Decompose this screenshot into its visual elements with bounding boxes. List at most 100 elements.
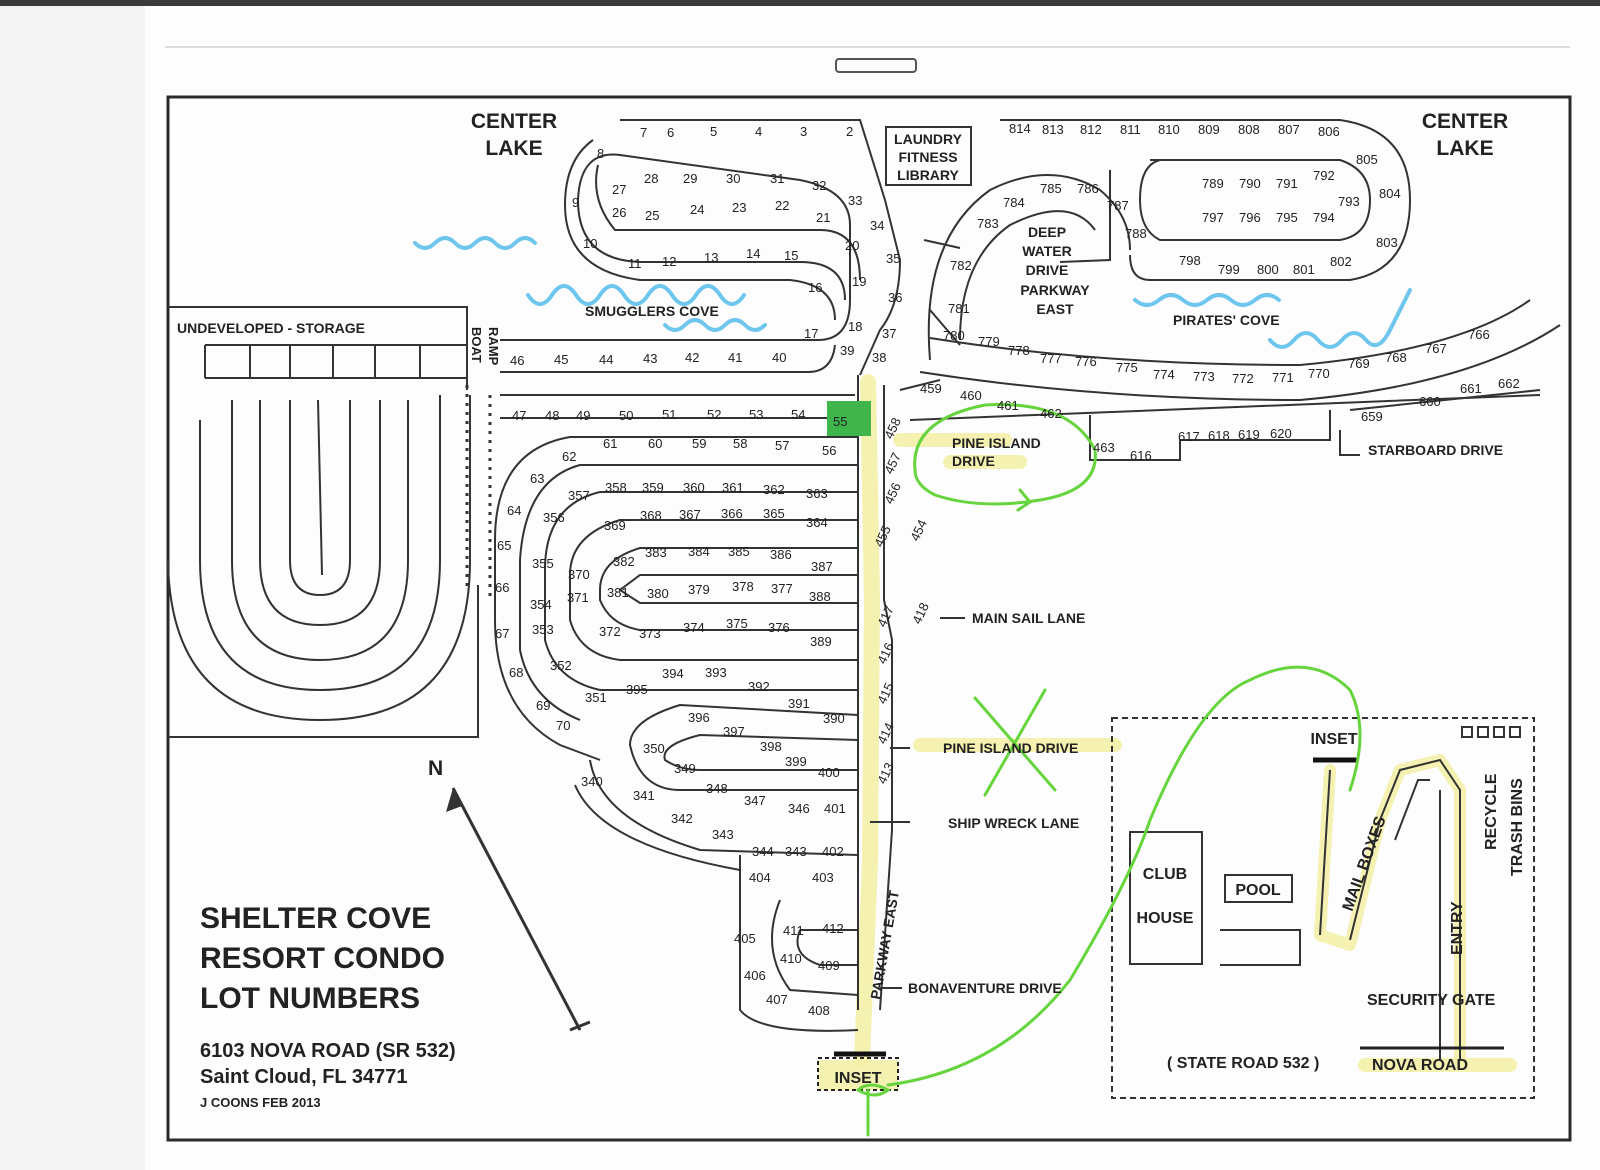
lot-number: 28 [644, 171, 658, 186]
lot-number: 33 [848, 193, 862, 208]
ship-wreck-label: SHIP WRECK LANE [948, 815, 1079, 831]
lot-number: 340 [581, 774, 603, 789]
lot-number: 62 [562, 449, 576, 464]
lot-number: 43 [643, 351, 657, 366]
route-arrow [886, 665, 1362, 1087]
lot-number: 49 [576, 408, 590, 423]
lot-number: 57 [775, 438, 789, 453]
lot-number: 347 [744, 793, 766, 808]
lot-number: 356 [543, 510, 565, 525]
lot-number: 361 [722, 480, 744, 495]
lot-number: 617 [1178, 429, 1200, 444]
lot-number: 4 [755, 124, 762, 139]
lot-number: 377 [771, 581, 793, 596]
map-title: LOT NUMBERS [200, 982, 420, 1015]
lot-number: 771 [1272, 370, 1294, 385]
lot-number: 6 [667, 125, 674, 140]
address-line: 6103 NOVA ROAD (SR 532) [200, 1040, 456, 1062]
lot-number: 56 [822, 443, 836, 458]
lot-number: 459 [920, 381, 942, 396]
lot-number: 463 [1093, 440, 1115, 455]
lot-number: 386 [770, 547, 792, 562]
lot-number: 371 [567, 590, 589, 605]
roads [167, 119, 1561, 1099]
starboard-label: STARBOARD DRIVE [1368, 442, 1503, 458]
lot-number: 69 [536, 698, 550, 713]
lot-number: 786 [1077, 181, 1099, 196]
lot-number: 50 [619, 408, 633, 423]
amenity-label: FITNESS [898, 149, 957, 165]
lot-number: 44 [599, 352, 613, 367]
lot-number: 51 [662, 407, 676, 422]
lot-number: 777 [1040, 351, 1062, 366]
lot-number: 811 [1120, 122, 1141, 137]
lot-number: 778 [1008, 343, 1030, 358]
lot-number: 47 [512, 408, 526, 423]
lot-number: 342 [671, 811, 693, 826]
lot-number: 398 [760, 739, 782, 754]
lot-number: 810 [1158, 122, 1180, 137]
lot-number: 462 [1040, 406, 1062, 421]
lot-number: 389 [810, 634, 832, 649]
recycle-label: TRASH BINS [1509, 778, 1526, 876]
main-sail-label: MAIN SAIL LANE [972, 610, 1085, 626]
lot-number: 29 [683, 171, 697, 186]
inset-label: INSET [1310, 731, 1357, 748]
lot-number: 359 [642, 480, 664, 495]
lot-number: 353 [532, 622, 554, 637]
lot-number: 344 [752, 844, 774, 859]
lot-number: 2 [846, 124, 853, 139]
center-lake-right: LAKE [1436, 137, 1493, 160]
lot-number: 798 [1179, 253, 1201, 268]
lot-number: 780 [943, 328, 965, 343]
lot-number: 781 [948, 301, 970, 316]
lot-number: 351 [585, 690, 607, 705]
lot-number: 779 [978, 334, 1000, 349]
lot-number: 620 [1270, 426, 1292, 441]
lot-number: 395 [626, 682, 648, 697]
lot-number: 772 [1232, 371, 1254, 386]
lot-55-highlight [827, 401, 871, 436]
deep-water-label: DEEP [1028, 224, 1066, 240]
state-road-label: ( STATE ROAD 532 ) [1167, 1055, 1319, 1072]
lot-number: 21 [816, 210, 830, 225]
lot-number: 619 [1238, 427, 1260, 442]
city-line: Saint Cloud, FL 34771 [200, 1066, 407, 1088]
north-label: N [428, 757, 443, 780]
lot-number: 63 [530, 471, 544, 486]
security-gate-label: SECURITY GATE [1367, 992, 1496, 1009]
lot-number: 59 [692, 436, 706, 451]
lot-number: 14 [746, 246, 760, 261]
lot-number: 380 [647, 586, 669, 601]
lot-number: 367 [679, 507, 701, 522]
lot-number: 408 [808, 1003, 830, 1018]
lot-number: 788 [1125, 226, 1147, 241]
lot-number: 372 [599, 624, 621, 639]
lot-number: 805 [1356, 152, 1378, 167]
lot-number: 775 [1116, 360, 1138, 375]
lot-number: 379 [688, 582, 710, 597]
lot-number: 406 [744, 968, 766, 983]
lot-number: 365 [763, 506, 785, 521]
lot-number: 814 [1009, 121, 1031, 136]
lot-number: 801 [1293, 262, 1315, 277]
lot-number: 26 [612, 205, 626, 220]
lot-number: 22 [775, 198, 789, 213]
lot-number: 70 [556, 718, 570, 733]
lot-number: 362 [763, 482, 785, 497]
lot-number: 5 [710, 124, 717, 139]
lot-number: 343 [712, 827, 734, 842]
inset-bottom-label: INSET [834, 1070, 881, 1087]
lot-number: 396 [688, 710, 710, 725]
center-lake-right: CENTER [1422, 110, 1508, 133]
lot-number: 352 [550, 658, 572, 673]
lot-number: 24 [690, 202, 704, 217]
lot-number: 776 [1075, 354, 1097, 369]
lot-number: 618 [1208, 428, 1230, 443]
lot-number: 400 [818, 765, 840, 780]
lot-number: 768 [1385, 350, 1407, 365]
amenity-label: LAUNDRY [894, 131, 963, 147]
lot-number: 616 [1130, 448, 1152, 463]
lot-number: 390 [823, 711, 845, 726]
